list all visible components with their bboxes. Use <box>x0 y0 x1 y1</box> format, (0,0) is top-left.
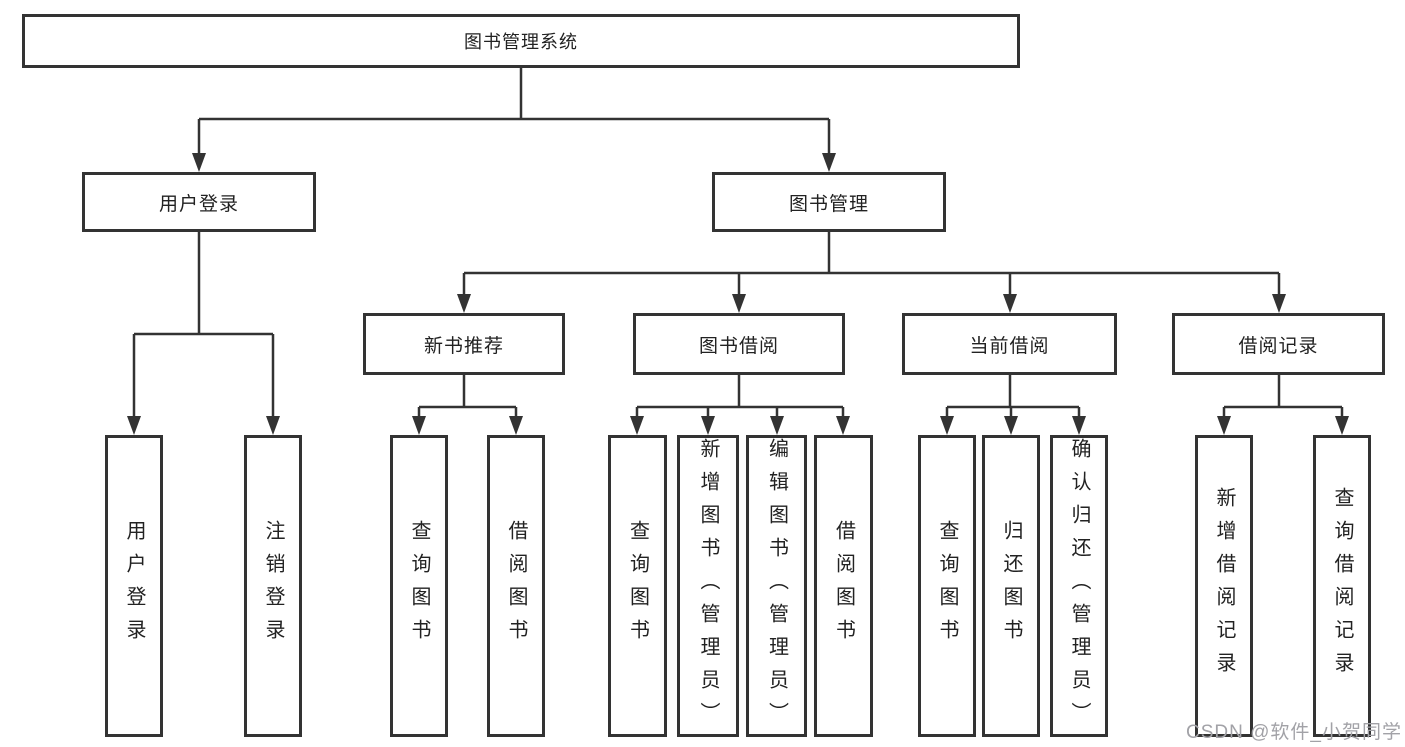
leaf-query-books-current-label: 查询图书 <box>936 520 958 652</box>
node-new-book-recommend: 新书推荐 <box>363 313 565 375</box>
node-book-management: 图书管理 <box>712 172 946 232</box>
leaf-query-books-borrow: 查询图书 <box>608 435 667 737</box>
node-new-book-recommend-label: 新书推荐 <box>423 335 504 357</box>
connector-stems <box>132 68 1344 421</box>
leaf-query-borrow-record: 查询借阅记录 <box>1313 435 1371 737</box>
leaf-add-borrow-record: 新增借阅记录 <box>1195 435 1253 737</box>
node-borrow-records-label: 借阅记录 <box>1238 335 1319 357</box>
leaf-query-books-current: 查询图书 <box>918 435 976 737</box>
leaf-confirm-return-admin-label: 确认归还（管理员） <box>1068 437 1090 735</box>
node-user-login: 用户登录 <box>82 172 316 232</box>
node-library-system: 图书管理系统 <box>22 14 1020 68</box>
leaf-return-books: 归还图书 <box>982 435 1040 737</box>
node-book-borrow: 图书借阅 <box>633 313 845 375</box>
csdn-watermark: CSDN @软件_小贺同学 <box>1186 722 1402 743</box>
leaf-return-books-label: 归还图书 <box>1000 520 1022 652</box>
arrowheads <box>127 153 1349 435</box>
leaf-query-books-recommend-label: 查询图书 <box>408 520 430 652</box>
node-borrow-records: 借阅记录 <box>1172 313 1385 375</box>
node-user-login-label: 用户登录 <box>158 193 239 215</box>
leaf-add-books-admin: 新增图书（管理员） <box>677 435 739 737</box>
leaf-edit-books-admin: 编辑图书（管理员） <box>746 435 807 737</box>
leaf-query-borrow-record-label: 查询借阅记录 <box>1331 487 1353 685</box>
node-current-borrow-label: 当前借阅 <box>969 335 1050 357</box>
node-current-borrow: 当前借阅 <box>902 313 1117 375</box>
leaf-confirm-return-admin: 确认归还（管理员） <box>1050 435 1108 737</box>
node-book-management-label: 图书管理 <box>788 193 869 215</box>
leaf-borrow-books-recommend: 借阅图书 <box>487 435 545 737</box>
leaf-add-books-admin-label: 新增图书（管理员） <box>697 437 719 735</box>
leaf-borrow-books-recommend-label: 借阅图书 <box>505 520 527 652</box>
leaf-borrow-books-label: 借阅图书 <box>832 520 855 652</box>
leaf-logout-label: 注销登录 <box>262 520 284 652</box>
node-library-system-label: 图书管理系统 <box>464 32 578 52</box>
leaf-query-books-borrow-label: 查询图书 <box>626 520 649 652</box>
leaf-add-borrow-record-label: 新增借阅记录 <box>1213 487 1235 685</box>
leaf-user-login: 用户登录 <box>105 435 163 737</box>
leaf-edit-books-admin-label: 编辑图书（管理员） <box>765 437 788 735</box>
leaf-borrow-books: 借阅图书 <box>814 435 873 737</box>
leaf-logout: 注销登录 <box>244 435 302 737</box>
leaf-query-books-recommend: 查询图书 <box>390 435 448 737</box>
leaf-user-login-label: 用户登录 <box>123 520 145 652</box>
node-book-borrow-label: 图书借阅 <box>698 335 779 357</box>
